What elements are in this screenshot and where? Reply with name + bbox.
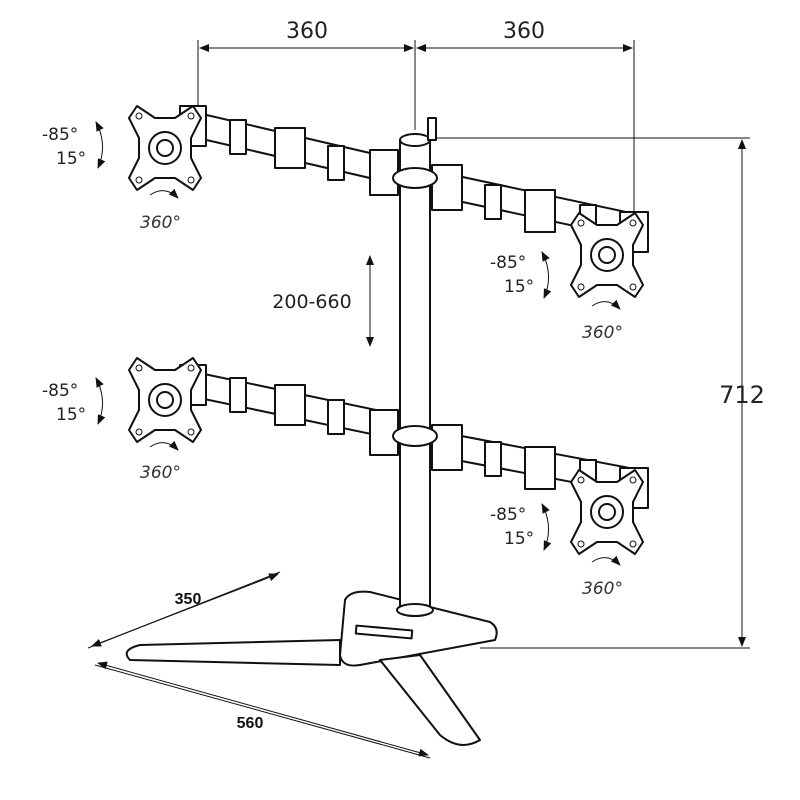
mount-label-top-right: -85° 15° 360° [490, 251, 623, 343]
vesa-plate-top-left [128, 105, 202, 191]
tilt-arrow-icon [541, 503, 552, 551]
tilt-down-label: 15° [504, 277, 534, 297]
dimension-left-arm: 360 [286, 19, 328, 44]
mount-label-top-left: -85° 15° 360° [42, 121, 181, 233]
tilt-up-label: -85° [42, 125, 78, 145]
dimension-base-depth: 350 [175, 591, 202, 608]
tilt-down-label: 15° [504, 529, 534, 549]
rotate-arrow-icon [591, 299, 621, 310]
tilt-arrow-icon [541, 251, 552, 299]
mount-label-bottom-left: -85° 15° 360° [42, 377, 181, 483]
dimension-base-width: 560 [237, 715, 264, 732]
dimension-total-height: 712 [719, 381, 765, 409]
tilt-arrow-icon [95, 377, 106, 425]
vesa-plate-bottom-left [128, 357, 202, 443]
rotate-arrow-icon [591, 555, 621, 566]
tilt-down-label: 15° [56, 405, 86, 425]
dimension-height-adjust: 200-660 [272, 291, 351, 313]
rotation-label: 360° [582, 323, 623, 343]
rotation-label: 360° [140, 213, 181, 233]
upper-arm-left [179, 105, 401, 196]
mount-label-bottom-right: -85° 15° 360° [490, 503, 623, 599]
tilt-arrow-icon [95, 121, 106, 169]
rotate-arrow-icon [149, 440, 179, 451]
tilt-up-label: -85° [490, 253, 526, 273]
rotate-arrow-icon [149, 188, 179, 199]
tilt-up-label: -85° [490, 505, 526, 525]
vesa-plate-bottom-right [570, 469, 644, 555]
rotation-label: 360° [140, 463, 181, 483]
tilt-down-label: 15° [56, 149, 86, 169]
lower-arm-left [179, 364, 401, 456]
rotation-label: 360° [582, 579, 623, 599]
dimension-right-arm: 360 [503, 19, 545, 44]
vesa-plate-top-right [570, 212, 644, 298]
pole [396, 117, 437, 617]
base [125, 590, 498, 746]
tilt-up-label: -85° [42, 381, 78, 401]
